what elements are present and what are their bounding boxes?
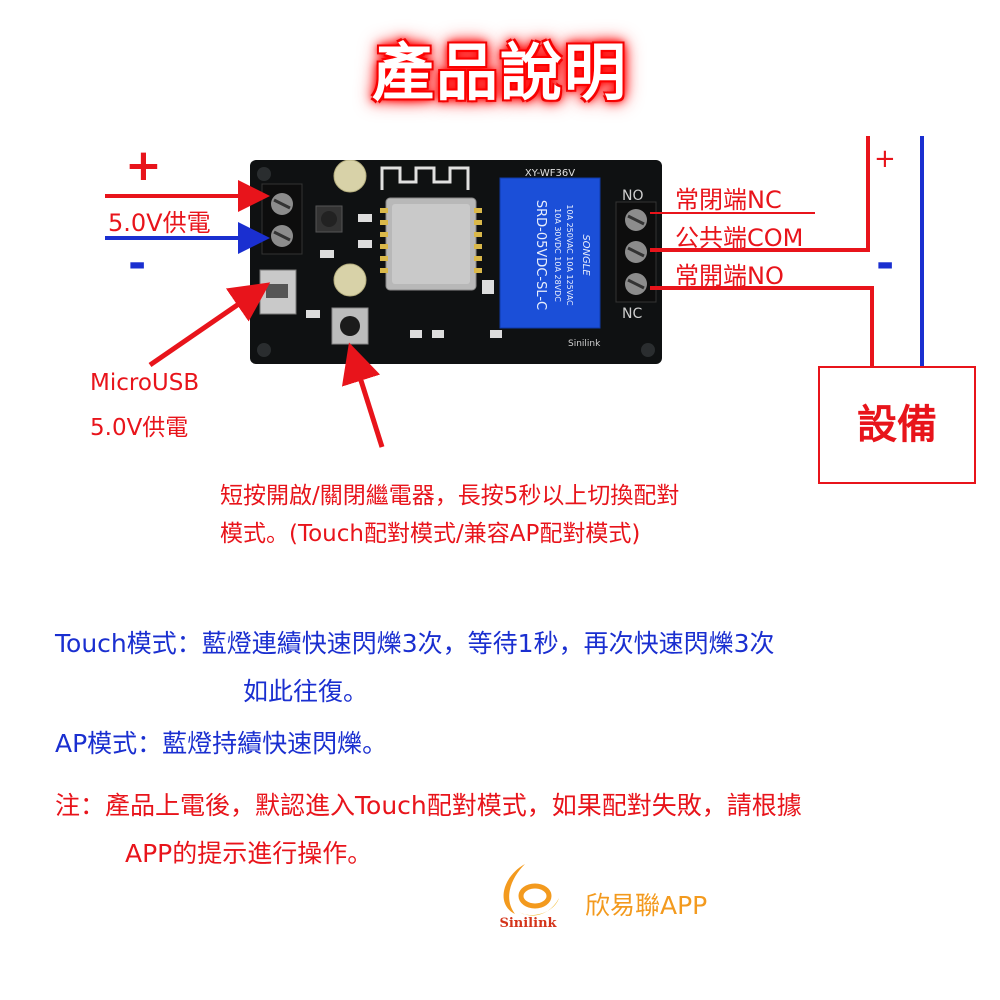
power-minus-sign: - [128,238,147,289]
touch-mode-line2: 如此往復。 [243,677,369,706]
usb-label-line2: 5.0V供電 [90,415,189,441]
app-name-label: 欣易聯APP [585,891,708,920]
note-line1: 注：產品上電後，默認進入Touch配對模式，如果配對失敗，請根據 [55,791,802,820]
button-note-line1: 短按開啟/關閉繼電器，長按5秒以上切換配對 [220,483,680,509]
relay-nc-label: 常閉端NC [675,186,782,214]
brand-silk-text: Sinilink [568,339,601,349]
power-plus-sign: + [125,140,162,191]
relay-com-label: 公共端COM [675,224,804,252]
relay-brand-text: SONGLE [580,234,591,276]
device-box: 設備 [818,366,976,484]
board-model-silk: XY-WF36V [525,168,575,179]
nc-silk-text: NC [622,306,642,322]
relay-spec1-text: 10A 250VAC 10A 125VAC [565,204,574,306]
note-line2: APP的提示進行操作。 [125,839,373,868]
sinilink-logo-icon [503,864,559,916]
no-wire [650,286,874,366]
sinilink-logo: Sinilink [485,858,571,938]
ap-mode-line: AP模式：藍燈持續快速閃爍。 [55,729,388,758]
relay-module-board: XY-WF36V SONGLE 10A 250VAC 10A 125VAC 10… [250,159,662,364]
relay-model-text: SRD-05VDC-SL-C [533,200,548,310]
relay-minus-sign: - [876,238,895,289]
logo-brand-text: Sinilink [499,916,557,931]
relay-no-label: 常開端NO [675,262,784,290]
relay-spec2-text: 10A 30VDC 10A 28VDC [553,208,562,302]
power-label: 5.0V供電 [108,209,211,237]
no-silk-text: NO [622,188,644,204]
button-note-line2: 模式。(Touch配對模式/兼容AP配對模式) [220,521,641,547]
usb-label-line1: MicroUSB [90,370,200,396]
relay-plus-sign: + [874,144,896,174]
com-wire [650,136,870,252]
touch-mode-line1: Touch模式：藍燈連續快速閃爍3次，等待1秒，再次快速閃爍3次 [55,629,775,658]
page-title: 產品說明 [371,36,628,109]
button-arrow [341,342,385,448]
usb-arrow [148,282,271,368]
